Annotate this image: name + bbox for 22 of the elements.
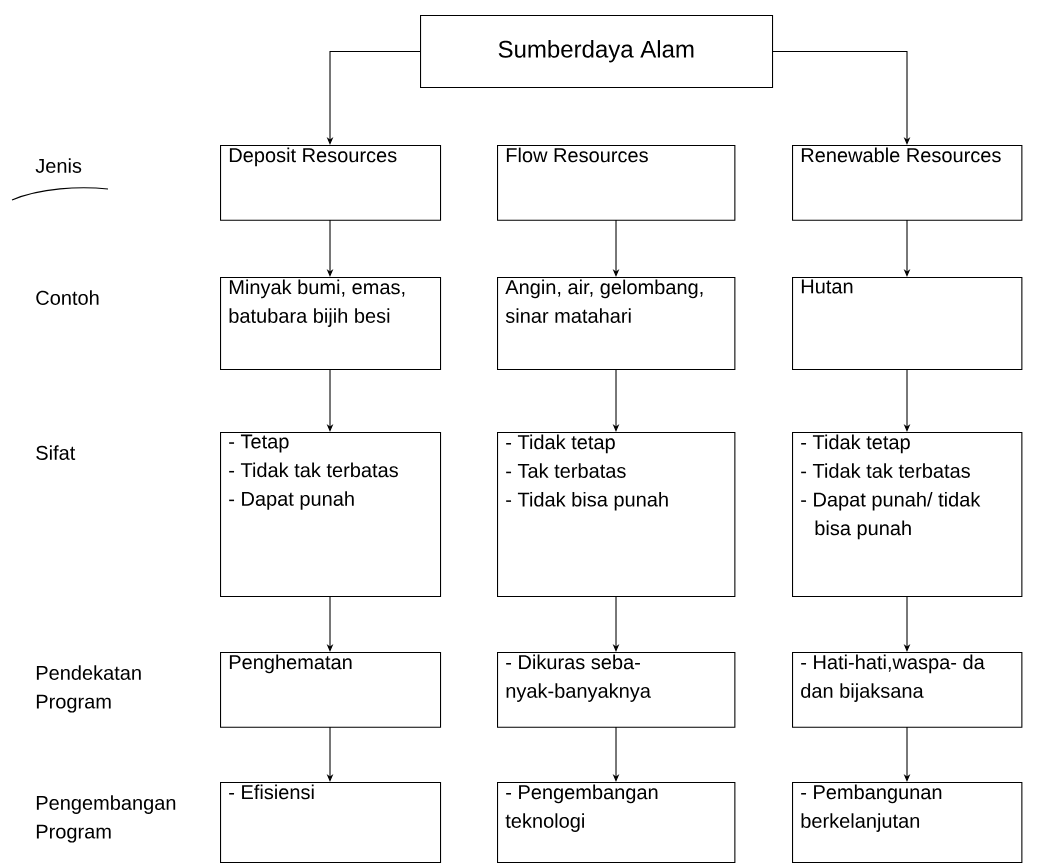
arrow [772,50,911,145]
process-box: Flow Resources [497,145,736,221]
process-box: Penghematan [220,652,442,728]
row-label: Jenis [35,158,82,173]
process-box: - Efisiensi [220,782,442,864]
process-box: Sumberdaya Alam [420,15,774,89]
process-box: Hutan [792,277,1023,371]
process-box: Angin, air, gelombang, sinar matahari [497,277,736,371]
process-box: - Dikuras seba- nyak-banyaknya [497,652,736,728]
row-label: Pengembangan Program [36,795,176,843]
process-box: Minyak bumi, emas, batubara bijih besi [220,277,442,371]
process-box: Renewable Resources [792,145,1023,221]
row-label: Pendekatan Program [36,665,141,713]
process-box: - Tidak tetap - Tak terbatas - Tidak bisa punah [497,432,736,598]
process-box: - Pembangunan berkelanjutan [792,782,1023,864]
process-box: - Tidak tetap - Tidak tak terbatas - Dapat punah/ tidak bisa punah [792,432,1023,598]
process-box: - Pengembangan teknologi [497,782,736,864]
process-box: Deposit Resources [220,145,442,221]
process-box: - Tetap - Tidak tak terbatas - Dapat punah [220,432,442,598]
row-label: Sifat [36,445,76,460]
process-box: - Hati-hati,waspa- da dan bijaksana [792,652,1023,728]
row-label: Contoh [36,290,99,305]
